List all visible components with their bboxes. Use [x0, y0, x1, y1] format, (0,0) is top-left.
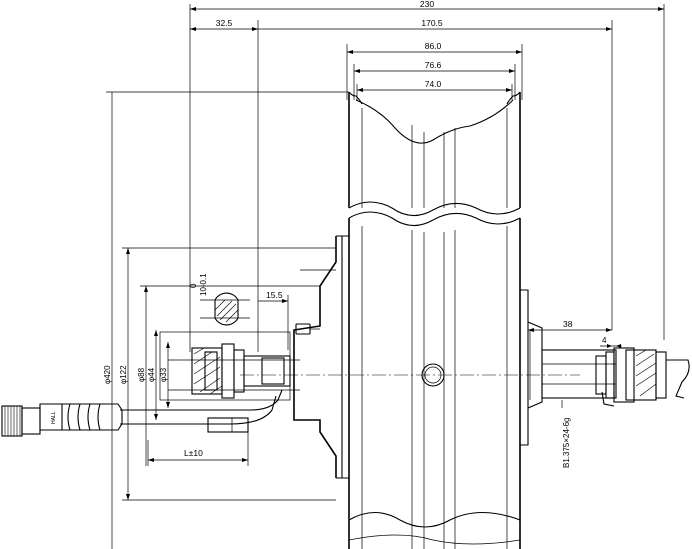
hub-center-hole: [421, 363, 445, 387]
dim-10-label: 10-0.1: [199, 273, 208, 296]
dia-44-label: φ44: [147, 367, 156, 382]
dim-86-0: 86.0: [347, 41, 522, 54]
cable-terminal: [207, 417, 249, 433]
dim-230-label: 230: [420, 0, 434, 9]
dim-4-label: 4: [602, 336, 607, 345]
right-side-cover: [520, 289, 543, 446]
dim-cable-length-label: L±10: [184, 448, 203, 458]
rim-body: [348, 91, 521, 549]
dim-38: 38: [528, 319, 612, 332]
diameter-dimensions: φ420 φ122 φ88 φ44 φ33: [103, 91, 349, 549]
axle-flat-section: 10-0.1 0: [189, 273, 250, 326]
dia-122-label: φ122: [119, 365, 128, 384]
right-axle-assembly: [541, 347, 690, 407]
dia-33-label: φ33: [159, 367, 168, 382]
dim-76-6-label: 76.6: [425, 60, 442, 70]
dim-86-0-label: 86.0: [425, 41, 442, 51]
left-side-cover: [293, 235, 349, 479]
dim-15-5-label: 15.5: [266, 290, 283, 300]
right-nut-hatch: [635, 349, 657, 397]
dim-0-label: 0: [189, 283, 198, 288]
dim-74-0: 74.0: [357, 79, 512, 92]
dim-170-5: 170.5: [258, 18, 612, 31]
dim-15-5: 15.5: [258, 290, 289, 350]
dim-38-label: 38: [563, 319, 573, 329]
dia-88-label: φ88: [137, 367, 146, 382]
thread-spec-label: B1.375×24-6g: [562, 418, 571, 469]
dim-74-0-label: 74.0: [425, 79, 442, 89]
dim-overall-230: 230: [190, 0, 664, 11]
connector-marking: HALL: [51, 411, 57, 424]
dia-420-label: φ420: [103, 365, 112, 384]
thread-spec: B1.375×24-6g: [561, 400, 571, 469]
extension-lines: [189, 4, 665, 352]
dim-cable-length: L±10: [147, 432, 249, 466]
dim-32-5: 32.5: [190, 18, 258, 31]
left-nut-hatch: [193, 347, 223, 395]
dim-170-5-label: 170.5: [421, 18, 443, 28]
cable-connector: HALL: [1, 403, 123, 437]
dim-4: 4: [600, 336, 622, 348]
dim-76-6: 76.6: [354, 60, 515, 73]
cable-assembly: HALL: [1, 389, 283, 437]
dim-32-5-label: 32.5: [216, 18, 233, 28]
left-axle-assembly: [159, 323, 320, 401]
